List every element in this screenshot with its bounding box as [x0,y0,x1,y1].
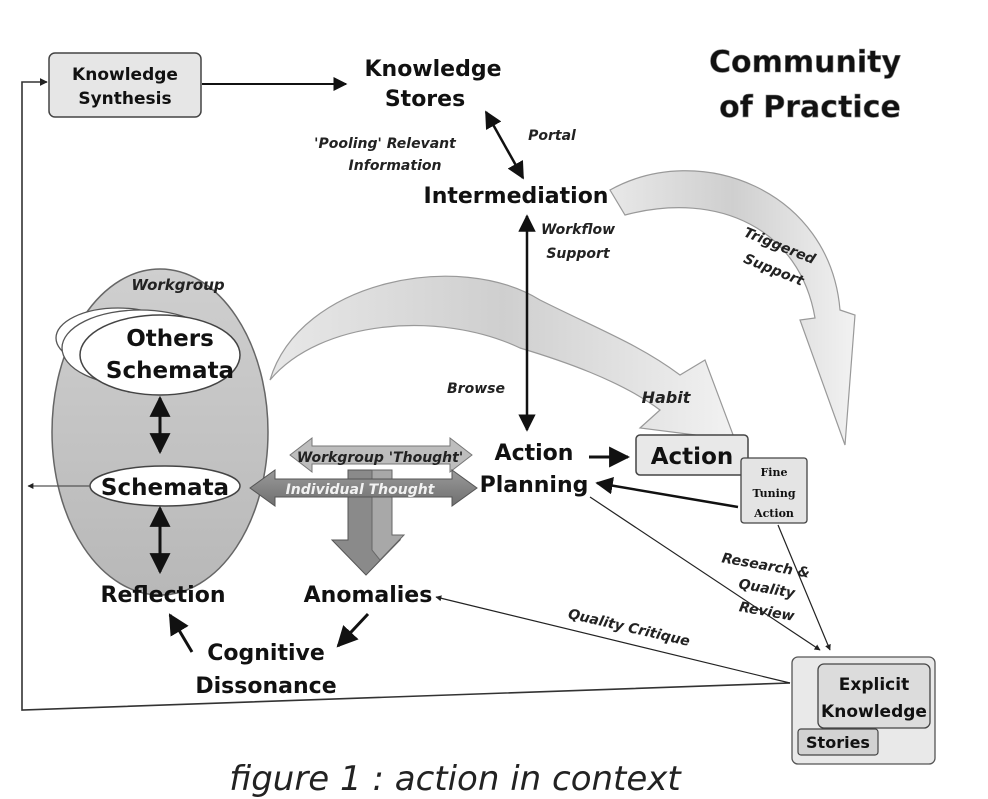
anomalies-dissonance-arrow [336,612,370,648]
others-schemata-label-2: Schemata [106,358,234,384]
research-label-3: Review [738,599,796,624]
community-title: Community [709,45,901,80]
fine-tuning-label-3: Action [753,507,794,520]
action-planning-label-2: Planning [480,473,589,498]
explicit-knowledge-label-2: Knowledge [821,702,927,722]
explicit-knowledge-box [817,663,931,729]
reflection-label: Reflection [101,583,226,608]
workgroup-label: Workgroup [131,276,225,294]
fine-tuning-explicit-arrow [777,524,831,651]
knowledge-synthesis-label: Knowledge [72,65,178,85]
fine-tuning-box [740,457,808,524]
anomalies-label: Anomalies [304,583,433,608]
knowledge-synthesis-label-2: Synthesis [78,89,171,109]
habit-label: Habit [642,388,692,407]
research-label: Research & [720,550,811,581]
pooling-label-2: Information [349,158,442,174]
dissonance-reflection-arrow [168,613,194,653]
dissonance-label: Dissonance [195,674,336,699]
knowledge-stores-label-2: Stores [385,87,465,112]
planning-explicit-arrow [589,496,821,651]
figure-caption: figure 1 : action in context [229,759,682,799]
knowledge-synthesis-box [48,52,202,118]
stories-label: Stories [806,733,870,752]
schemata-label: Schemata [101,475,229,501]
stories-box [797,728,879,756]
browse-label: Browse [447,381,505,397]
explicit-knowledge-label: Explicit [839,675,909,695]
portal-label: Portal [528,128,576,144]
pooling-label: 'Pooling' Relevant [314,136,457,152]
fine-tuning-label: Fine [761,466,788,479]
cognitive-label: Cognitive [207,641,325,666]
knowledge-stores-label: Knowledge [364,57,501,82]
habit-arrow [269,275,736,441]
research-label-2: Quality [737,576,797,602]
workgroup-thought-label: Workgroup 'Thought' [297,450,463,466]
action-box [635,434,749,476]
individual-thought-label: Individual Thought [286,482,436,498]
others-schemata-group [55,307,241,396]
fine-tuning-planning-arrow [595,477,739,509]
fine-tuning-label-2: Tuning [752,487,795,500]
action-label: Action [651,444,734,470]
feedback-loop-line [21,78,791,711]
action-planning-label: Action [495,441,574,466]
workflow-label-2: Support [546,246,611,262]
community-title-2: of Practice [719,90,901,125]
triggered-support-arrow [609,170,856,446]
others-schemata-label: Others [126,326,214,352]
thought-arrows [249,436,478,576]
intermediation-label: Intermediation [424,184,609,209]
stores-intermediation-arrow [484,110,525,180]
workflow-label: Workflow [541,222,615,238]
quality-critique-arrow [435,595,791,684]
